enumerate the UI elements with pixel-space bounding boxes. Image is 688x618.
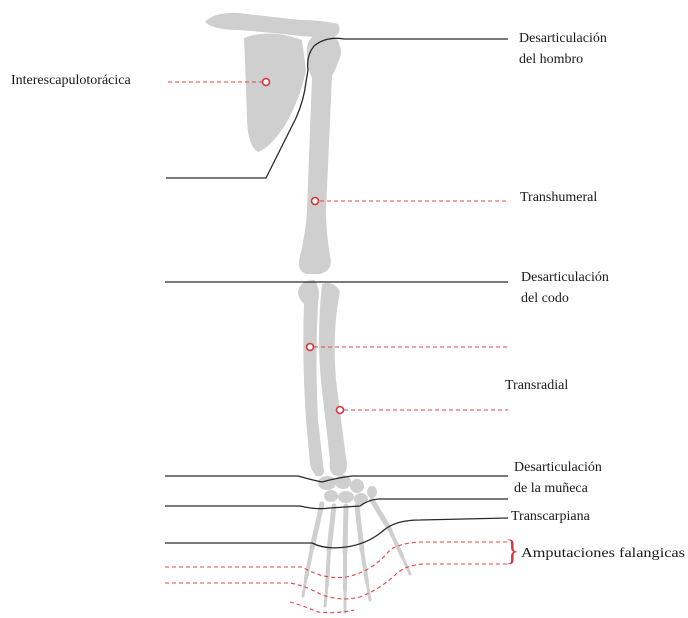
hand-bones bbox=[303, 500, 410, 612]
carpals bbox=[318, 475, 377, 505]
label-interscapulothoracic: Interescapulotorácica bbox=[11, 73, 131, 88]
label-transhumeral: Transhumeral bbox=[520, 190, 597, 205]
scapula bbox=[244, 33, 306, 152]
transradial-marker-upper bbox=[307, 344, 314, 351]
transradial-marker-lower bbox=[337, 407, 344, 414]
label-wrist-line1: Desarticulación bbox=[514, 460, 602, 475]
transhumeral-marker bbox=[312, 198, 319, 205]
label-shoulder-line2: del hombro bbox=[519, 52, 583, 67]
phalangeal-brace: } bbox=[505, 534, 519, 567]
arm-skeleton bbox=[205, 13, 410, 612]
interscapulothoracic-marker bbox=[263, 79, 270, 86]
label-phalangeal: Amputaciones falangicas bbox=[521, 546, 685, 561]
label-transcarpal: Transcarpiana bbox=[511, 509, 591, 524]
label-elbow-line2: del codo bbox=[521, 291, 569, 306]
radius bbox=[319, 283, 347, 476]
transcarpal-line-lower bbox=[165, 518, 508, 548]
label-elbow-line1: Desarticulación bbox=[521, 270, 609, 285]
label-wrist-line2: de la muñeca bbox=[514, 481, 589, 496]
phalangeal-dashed-line-2 bbox=[165, 564, 508, 599]
transcarpal-line-upper bbox=[165, 499, 508, 509]
label-transradial: Transradial bbox=[505, 378, 568, 393]
label-shoulder-line1: Desarticulación bbox=[519, 31, 607, 46]
